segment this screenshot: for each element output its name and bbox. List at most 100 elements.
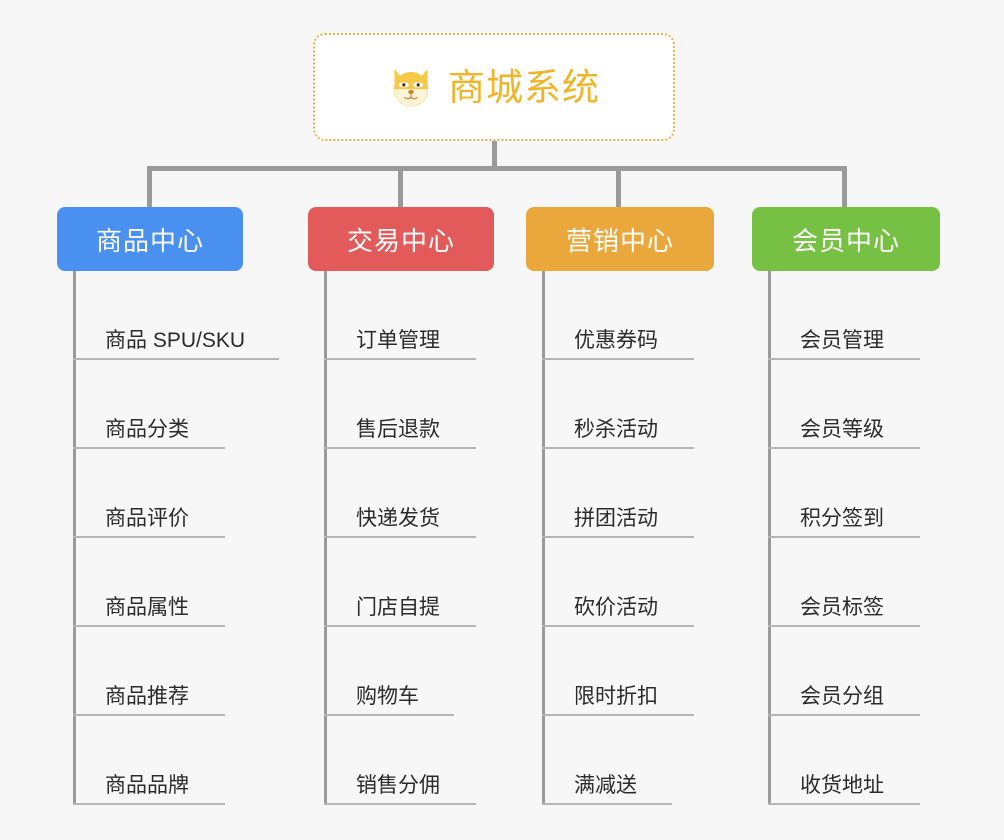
category-label-2: 交易中心	[346, 225, 455, 256]
leaf-label: 限时折扣	[574, 685, 658, 708]
leaf-item[interactable]: 商品属性	[73, 538, 245, 627]
leaf-item[interactable]: 限时折扣	[542, 627, 714, 716]
leaf-item[interactable]: 商品推荐	[73, 627, 245, 716]
leaf-underline	[768, 536, 920, 538]
branch-column-1: 商品中心 商品 SPU/SKU 商品分类 商品评价 商品属性 商品推荐	[57, 207, 279, 805]
spine-2	[324, 271, 327, 805]
leaf-label: 销售分佣	[356, 774, 440, 797]
leaf-underline	[73, 714, 225, 716]
category-box-1[interactable]: 商品中心	[57, 207, 243, 271]
leaf-label: 砍价活动	[574, 596, 658, 619]
leaf-item[interactable]: 会员管理	[768, 271, 940, 360]
leaf-underline	[542, 714, 694, 716]
leaf-item[interactable]: 销售分佣	[324, 716, 494, 805]
spine-3	[542, 271, 545, 805]
connector-root-stem	[492, 141, 497, 169]
connector-bus	[147, 166, 847, 171]
leaf-label: 秒杀活动	[574, 418, 658, 441]
leaf-underline	[73, 536, 225, 538]
leaf-label: 商品分类	[105, 418, 189, 441]
leaf-underline	[542, 803, 672, 805]
leaf-item[interactable]: 商品分类	[73, 360, 245, 449]
connector-drop-4	[842, 166, 847, 207]
leaf-label: 购物车	[356, 685, 419, 708]
leaf-label: 门店自提	[356, 596, 440, 619]
leaf-label: 满减送	[574, 774, 637, 797]
leaf-underline	[542, 625, 694, 627]
leaf-item[interactable]: 优惠券码	[542, 271, 714, 360]
leaf-item[interactable]: 售后退款	[324, 360, 494, 449]
leaf-underline	[324, 714, 454, 716]
category-label-1: 商品中心	[95, 225, 204, 256]
leaf-label: 售后退款	[356, 418, 440, 441]
leaf-list-1: 商品 SPU/SKU 商品分类 商品评价 商品属性 商品推荐 商品品牌	[73, 271, 279, 805]
leaf-underline	[542, 447, 694, 449]
branch-column-2: 交易中心 订单管理 售后退款 快递发货 门店自提 购物车	[308, 207, 494, 805]
branch-column-4: 会员中心 会员管理 会员等级 积分签到 会员标签 会员分组	[752, 207, 940, 805]
category-box-4[interactable]: 会员中心	[752, 207, 940, 271]
spine-1	[73, 271, 76, 805]
leaf-underline	[324, 625, 476, 627]
leaf-item[interactable]: 购物车	[324, 627, 494, 716]
leaf-item[interactable]: 订单管理	[324, 271, 494, 360]
leaf-underline	[768, 714, 920, 716]
leaf-label: 商品评价	[105, 507, 189, 530]
leaf-label: 优惠券码	[574, 329, 658, 352]
category-label-3: 营销中心	[565, 225, 674, 256]
root-title: 商城系统	[448, 66, 600, 108]
leaf-label: 商品推荐	[105, 685, 189, 708]
leaf-item[interactable]: 秒杀活动	[542, 360, 714, 449]
branch-column-3: 营销中心 优惠券码 秒杀活动 拼团活动 砍价活动 限时折扣	[526, 207, 714, 805]
leaf-underline	[324, 447, 476, 449]
leaf-underline	[324, 803, 476, 805]
leaf-label: 订单管理	[356, 329, 440, 352]
leaf-item[interactable]: 砍价活动	[542, 538, 714, 627]
leaf-underline	[542, 536, 694, 538]
leaf-label: 会员管理	[800, 329, 884, 352]
leaf-label: 商品品牌	[105, 774, 189, 797]
leaf-item[interactable]: 收货地址	[768, 716, 940, 805]
leaf-item[interactable]: 拼团活动	[542, 449, 714, 538]
leaf-label: 积分签到	[800, 507, 884, 530]
category-label-4: 会员中心	[791, 225, 900, 256]
leaf-item[interactable]: 商品评价	[73, 449, 245, 538]
leaf-underline	[73, 447, 225, 449]
category-box-2[interactable]: 交易中心	[308, 207, 494, 271]
leaf-item[interactable]: 门店自提	[324, 538, 494, 627]
connector-drop-2	[398, 166, 403, 207]
connector-drop-1	[147, 166, 152, 207]
leaf-label: 商品属性	[105, 596, 189, 619]
leaf-underline	[768, 447, 920, 449]
leaf-underline	[324, 536, 476, 538]
leaf-item[interactable]: 满减送	[542, 716, 714, 805]
leaf-label: 快递发货	[356, 507, 440, 530]
leaf-item[interactable]: 会员等级	[768, 360, 940, 449]
category-box-3[interactable]: 营销中心	[526, 207, 714, 271]
leaf-underline	[768, 803, 920, 805]
spine-4	[768, 271, 771, 805]
connector-drop-3	[616, 166, 621, 207]
root-node[interactable]: 商城系统	[313, 33, 675, 141]
leaf-list-2: 订单管理 售后退款 快递发货 门店自提 购物车 销售分佣	[324, 271, 494, 805]
leaf-list-3: 优惠券码 秒杀活动 拼团活动 砍价活动 限时折扣 满减送	[542, 271, 714, 805]
leaf-list-4: 会员管理 会员等级 积分签到 会员标签 会员分组 收货地址	[768, 271, 940, 805]
leaf-underline	[73, 358, 279, 360]
leaf-label: 收货地址	[800, 774, 884, 797]
leaf-item[interactable]: 会员分组	[768, 627, 940, 716]
leaf-underline	[768, 625, 920, 627]
leaf-underline	[768, 358, 920, 360]
leaf-item[interactable]: 快递发货	[324, 449, 494, 538]
leaf-label: 商品 SPU/SKU	[105, 329, 246, 352]
leaf-label: 会员等级	[800, 418, 884, 441]
leaf-item[interactable]: 商品品牌	[73, 716, 245, 805]
shiba-dog-face-icon	[393, 69, 429, 107]
leaf-item[interactable]: 商品 SPU/SKU	[73, 271, 279, 360]
leaf-underline	[73, 803, 225, 805]
leaf-underline	[542, 358, 694, 360]
leaf-item[interactable]: 会员标签	[768, 538, 940, 627]
leaf-underline	[73, 625, 225, 627]
leaf-item[interactable]: 积分签到	[768, 449, 940, 538]
leaf-label: 会员分组	[800, 685, 884, 708]
leaf-underline	[324, 358, 476, 360]
